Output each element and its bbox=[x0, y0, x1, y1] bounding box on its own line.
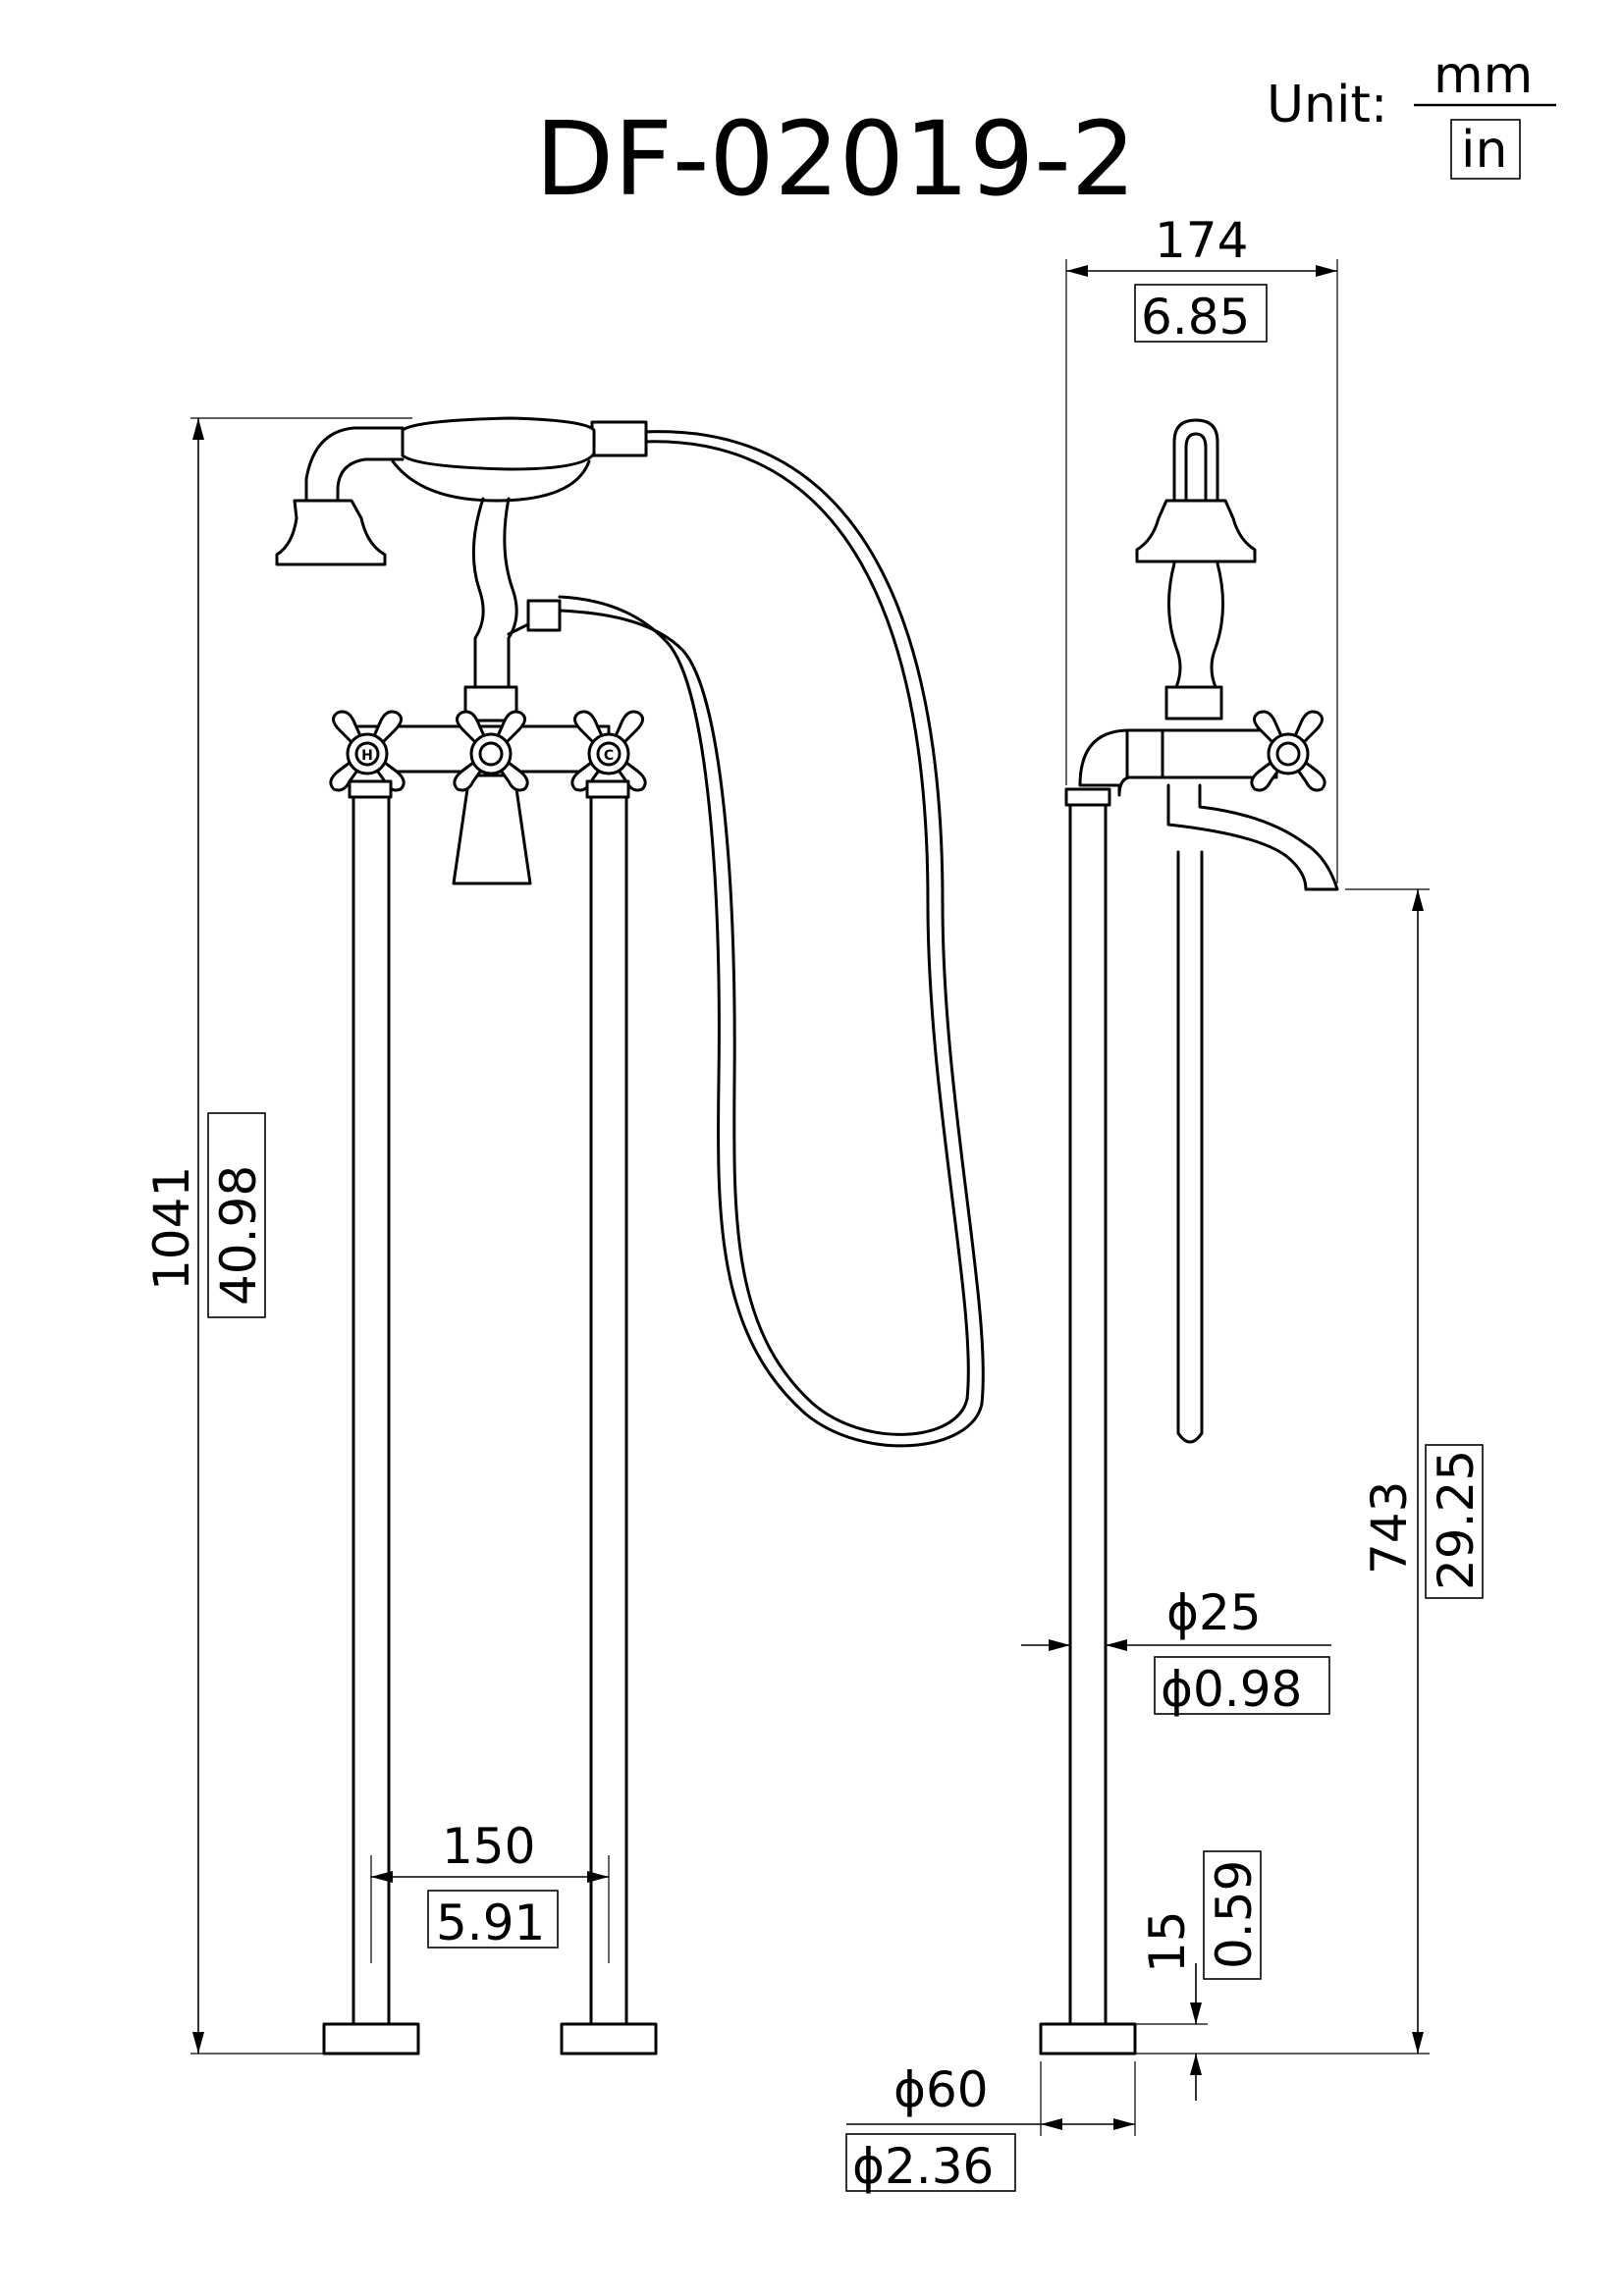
unit-in-box bbox=[1450, 119, 1521, 180]
hot-mark: H bbox=[361, 748, 373, 764]
shower-head bbox=[275, 499, 387, 566]
front-spout bbox=[452, 774, 532, 885]
dim-pipe-diameter: ϕ25 ϕ0.98 bbox=[1021, 1584, 1331, 1718]
unit-label: Unit: bbox=[1267, 76, 1387, 134]
side-view bbox=[1039, 418, 1339, 2056]
pipe-diameter-in: ϕ0.98 bbox=[1161, 1661, 1302, 1718]
overall-height-mm: 1041 bbox=[143, 1166, 200, 1291]
side-shower-cradle bbox=[1135, 499, 1257, 563]
side-base bbox=[1039, 2022, 1137, 2056]
left-base bbox=[322, 2022, 420, 2056]
spout-height-mm: 743 bbox=[1361, 1481, 1418, 1575]
shower-handset bbox=[401, 416, 596, 471]
dim-base-thickness: 15 0.59 bbox=[1135, 1850, 1263, 2101]
unit-mm: mm bbox=[1434, 46, 1533, 105]
overall-height-in: 40.98 bbox=[210, 1165, 267, 1306]
riser bbox=[471, 497, 485, 689]
leg-spacing-mm: 150 bbox=[442, 1818, 535, 1875]
dim-overall-height: 1041 40.98 bbox=[143, 417, 412, 2055]
dim-leg-spacing: 150 5.91 bbox=[370, 1818, 610, 1963]
base-thickness-mm: 15 bbox=[1139, 1910, 1196, 1973]
right-leg bbox=[589, 795, 628, 2026]
dim-depth: 174 6.85 bbox=[1065, 212, 1338, 883]
spout-height-in: 29.25 bbox=[1428, 1450, 1485, 1590]
base-diameter-mm: ϕ60 bbox=[893, 2061, 989, 2118]
dim-base-diameter: ϕ60 ϕ2.36 bbox=[845, 2061, 1136, 2195]
hose bbox=[558, 430, 985, 1448]
dim-spout-height: 743 29.25 bbox=[1135, 888, 1485, 2055]
right-base bbox=[560, 2022, 658, 2056]
side-leg bbox=[1068, 803, 1108, 2026]
leg-spacing-in: 5.91 bbox=[436, 1895, 545, 1951]
side-spout bbox=[1166, 783, 1339, 891]
left-leg bbox=[352, 795, 391, 2026]
base-diameter-in: ϕ2.36 bbox=[852, 2138, 994, 2195]
unit-in: in bbox=[1461, 121, 1507, 180]
drawing-title: DF-02019-2 bbox=[535, 99, 1136, 219]
depth-in: 6.85 bbox=[1141, 289, 1250, 346]
shower-arm bbox=[304, 426, 405, 505]
front-view: H C bbox=[275, 416, 985, 2056]
side-body bbox=[1078, 728, 1278, 797]
depth-mm: 174 bbox=[1155, 212, 1248, 269]
cold-mark: C bbox=[604, 748, 614, 764]
base-thickness-in: 0.59 bbox=[1206, 1860, 1263, 1969]
pipe-diameter-mm: ϕ25 bbox=[1166, 1584, 1262, 1641]
